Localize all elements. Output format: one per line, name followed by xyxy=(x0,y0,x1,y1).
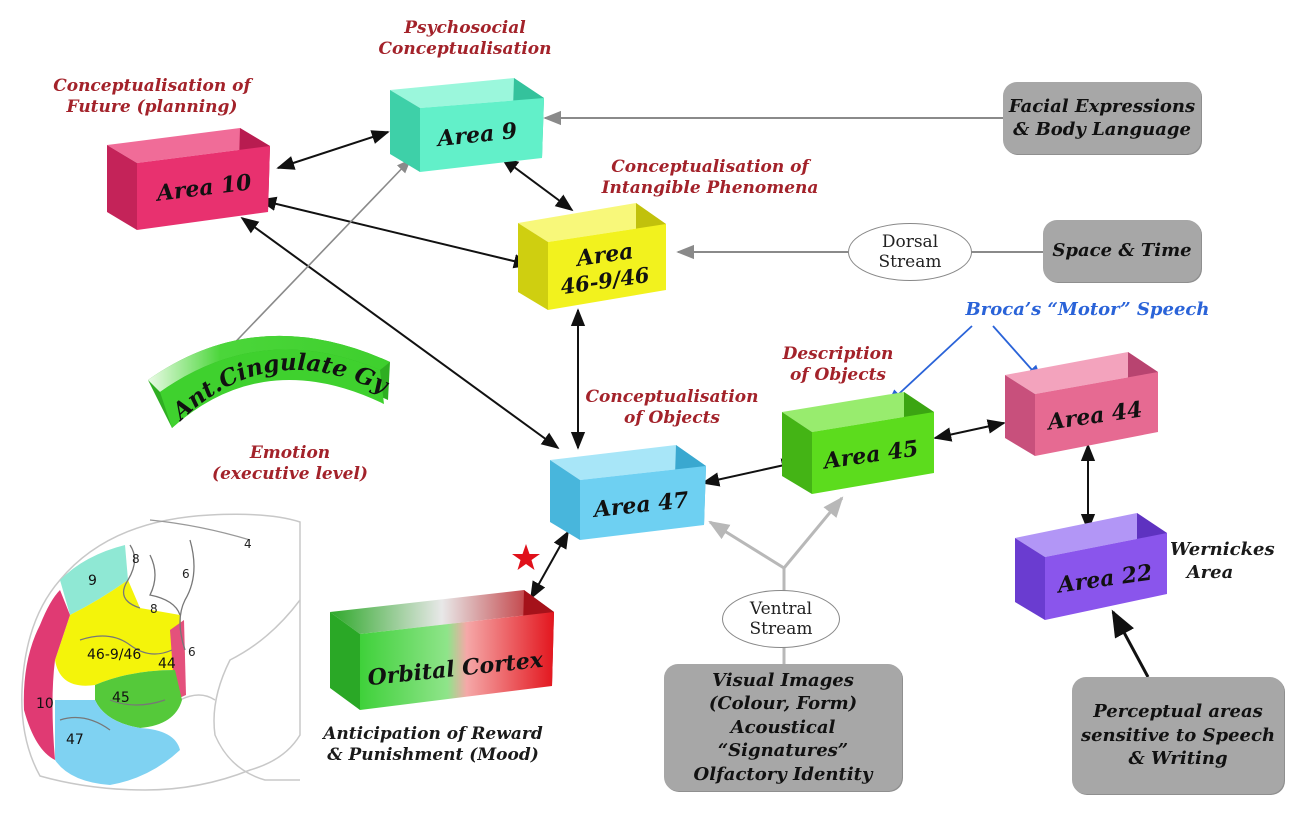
area-47-box[interactable]: Area 47 xyxy=(550,445,706,540)
area-44-box[interactable]: Area 44 xyxy=(1005,352,1158,456)
input-perceptual-areas[interactable]: Perceptual areas sensitive to Speech & W… xyxy=(1072,677,1284,794)
stream-line: Ventral xyxy=(749,598,813,619)
input-line: Perceptual areas xyxy=(1093,701,1263,723)
input-facial-expressions[interactable]: Facial Expressions & Body Language xyxy=(1003,82,1201,154)
input-line: sensitive to Speech xyxy=(1080,724,1276,746)
brain-region-10: 10 xyxy=(36,696,54,712)
label-wernicke: Wernickes Area xyxy=(1170,539,1275,584)
area-9-box[interactable]: Area 9 xyxy=(390,78,544,172)
brain-region-8b: 8 xyxy=(150,602,158,616)
label-line: Anticipation of Reward xyxy=(323,724,543,744)
brain-map: 4 6 6 8 8 9 46-9/46 44 45 10 47 xyxy=(21,513,301,791)
input-visual-images[interactable]: Visual Images (Colour, Form) Acoustical … xyxy=(664,664,902,791)
label-broca: Broca’s “Motor” Speech xyxy=(965,299,1210,320)
area-46-box[interactable]: Area 46-9/46 xyxy=(518,203,666,310)
label-line: Conceptualisation of xyxy=(611,157,809,177)
label-line: Description xyxy=(782,344,894,364)
label-line: Conceptualisation xyxy=(585,387,759,407)
area-10-box[interactable]: Area 10 xyxy=(107,128,270,230)
star-icon xyxy=(512,544,540,570)
input-line: & Body Language xyxy=(1013,119,1191,140)
label-conceptualisation-objects: Conceptualisation of Objects xyxy=(582,387,762,430)
ventral-stream-oval[interactable]: Ventral Stream xyxy=(722,590,840,648)
label-intangible: Conceptualisation of Intangible Phenomen… xyxy=(600,157,820,200)
label-emotion: Emotion (executive level) xyxy=(200,443,380,486)
input-line: & Writing xyxy=(1128,748,1228,770)
stream-line: Stream xyxy=(878,252,942,272)
brain-region-44: 44 xyxy=(158,656,176,672)
area-45-box[interactable]: Area 45 xyxy=(782,392,934,494)
input-line: Space & Time xyxy=(1052,240,1192,262)
brain-region-6a: 6 xyxy=(182,567,190,581)
stream-line: Dorsal xyxy=(881,231,939,252)
label-line: of Objects xyxy=(623,408,720,429)
brain-region-47: 47 xyxy=(66,732,84,748)
input-space-time[interactable]: Space & Time xyxy=(1043,220,1201,282)
label-line: Wernickes xyxy=(1170,539,1275,560)
label-line: Future (planning) xyxy=(66,97,238,118)
label-line: Emotion xyxy=(249,443,331,463)
brain-region-6b: 6 xyxy=(188,645,196,659)
label-line: Conceptualisation of xyxy=(53,76,251,96)
label-line: Area xyxy=(1186,561,1234,583)
label-line: Psychosocial xyxy=(404,18,526,38)
brain-region-9: 9 xyxy=(88,573,97,589)
brain-region-46: 46-9/46 xyxy=(87,647,141,663)
input-line: Acoustical “Signatures” xyxy=(717,716,849,762)
input-arrows xyxy=(219,110,1043,664)
label-line: & Punishment (Mood) xyxy=(327,745,539,766)
input-line: Visual Images xyxy=(712,670,854,692)
dorsal-stream-oval[interactable]: Dorsal Stream xyxy=(848,223,972,281)
brain-region-4: 4 xyxy=(244,537,252,551)
area-22-box[interactable]: Area 22 xyxy=(1015,513,1167,620)
brain-region-45: 45 xyxy=(112,690,130,706)
input-line: Facial Expressions xyxy=(1008,95,1196,117)
label-description-objects: Description of Objects xyxy=(778,344,898,387)
orbital-cortex-box[interactable]: Orbital Cortex xyxy=(330,590,554,710)
input-line: Olfactory Identity xyxy=(693,763,873,785)
label-line: Intangible Phenomena xyxy=(601,178,819,199)
label-line: of Objects xyxy=(789,365,886,386)
input-line: (Colour, Form) xyxy=(708,693,858,715)
label-psychosocial: Psychosocial Conceptualisation xyxy=(365,18,565,61)
label-line: (executive level) xyxy=(212,464,368,485)
brain-region-8a: 8 xyxy=(132,552,140,566)
stream-line: Stream xyxy=(749,619,813,639)
label-line: Conceptualisation xyxy=(378,39,552,60)
label-anticipation: Anticipation of Reward & Punishment (Moo… xyxy=(318,724,548,767)
label-conceptualisation-future: Conceptualisation of Future (planning) xyxy=(52,76,252,119)
